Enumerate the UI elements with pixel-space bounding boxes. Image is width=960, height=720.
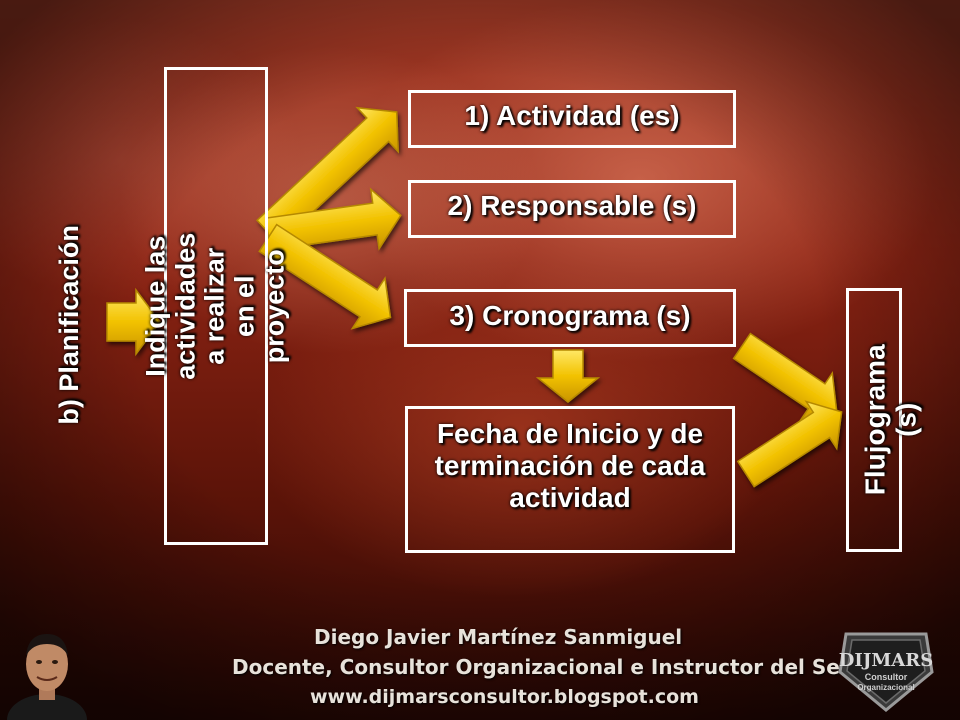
- instruction-text: Indique las actividades a realizar en el…: [140, 232, 290, 380]
- instruction-box: [164, 67, 268, 545]
- item-activity-label: 1) Actividad (es): [464, 100, 680, 131]
- item-responsible-box: [408, 180, 736, 238]
- stage-label: b) Planificación: [54, 225, 85, 425]
- footer-author: Diego Javier Martínez Sanmiguel: [314, 625, 683, 649]
- item-responsible-label: 2) Responsable (s): [447, 190, 697, 221]
- instruction-text-wrap: Indique las actividades a realizar en el…: [141, 67, 290, 545]
- item-schedule-box: [404, 289, 736, 347]
- author-portrait-icon: [7, 634, 87, 720]
- arrow-to-schedule-icon: [258, 223, 392, 330]
- result-box: [846, 288, 902, 552]
- arrow-stage-to-instruction-icon: [106, 287, 161, 357]
- arrow-dates-to-flowchart-icon: [736, 400, 843, 488]
- result-label: Flujograma (s): [859, 344, 922, 496]
- footer-website[interactable]: www.dijmarsconsultor.blogspot.com: [310, 686, 699, 708]
- arrow-down-icon: [535, 349, 601, 403]
- logo-name: DIJMARS: [838, 650, 934, 671]
- item-activity-box: [408, 90, 736, 148]
- dates-box: [405, 406, 735, 553]
- item-schedule-label: 3) Cronograma (s): [449, 300, 691, 331]
- footer-role: Docente, Consultor Organizacional e Inst…: [232, 655, 917, 679]
- logo-line1: Consultor: [864, 672, 908, 682]
- dijmars-shield-logo: DIJMARS Consultor Organizacional: [836, 628, 936, 714]
- result-text-wrap: Flujograma (s): [846, 288, 936, 552]
- logo-line2: Organizacional: [857, 683, 915, 692]
- dates-label: Fecha de Inicio y de terminación de cada…: [434, 418, 706, 514]
- stage-label-wrap: b) Planificación: [20, 160, 120, 490]
